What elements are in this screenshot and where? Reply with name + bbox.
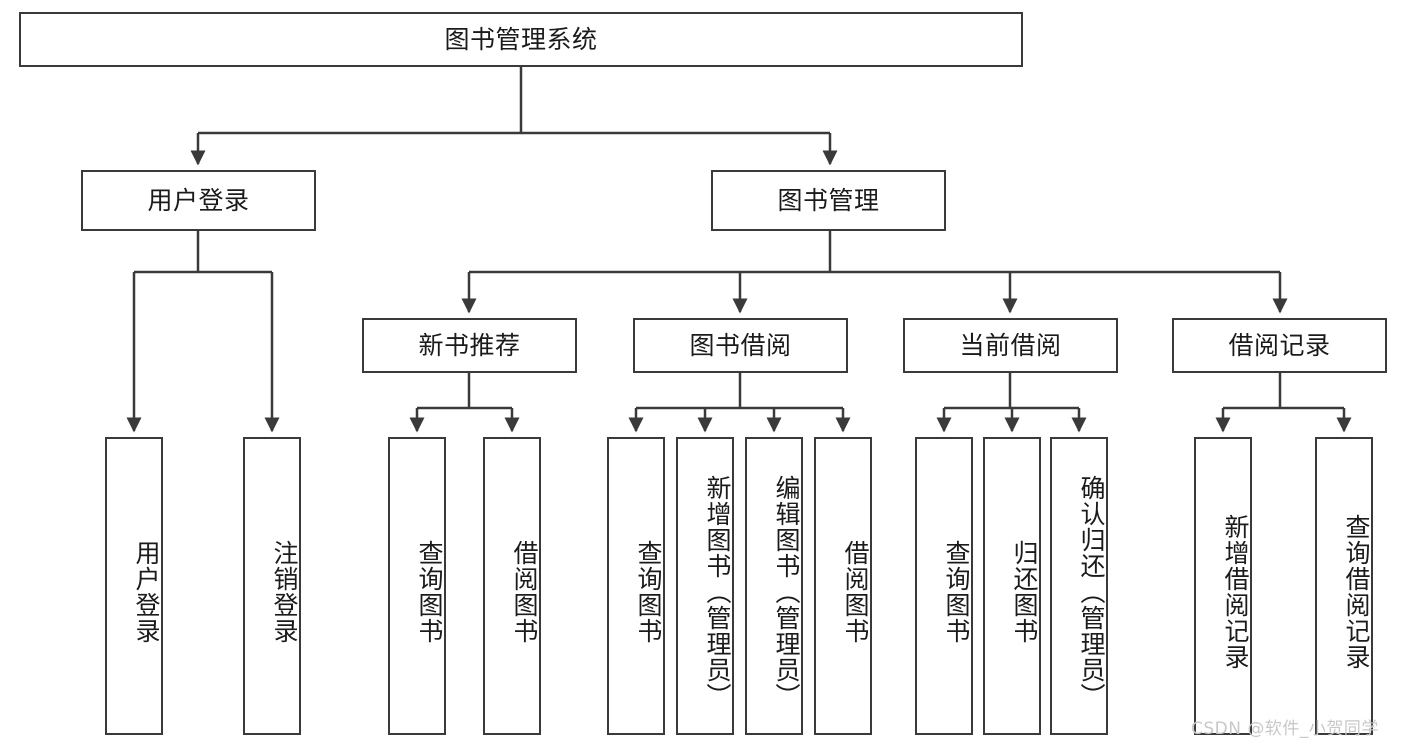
node-root-book-management-system[interactable]: 图书管理系统 (19, 12, 1023, 67)
node-label: 图书管理系统 (444, 24, 598, 54)
leaf-book-borrow-add[interactable]: 新增图书（管理员） (676, 437, 734, 735)
node-label: 借阅图书 (510, 540, 539, 644)
leaf-book-borrow-edit[interactable]: 编辑图书（管理员） (745, 437, 803, 735)
node-label: 编辑图书（管理员） (772, 475, 801, 709)
node-label: 借阅记录 (1228, 330, 1331, 360)
node-current-borrow[interactable]: 当前借阅 (903, 318, 1118, 373)
node-new-book-recommend[interactable]: 新书推荐 (362, 318, 577, 373)
node-label: 查询图书 (942, 540, 971, 644)
node-label: 新增借阅记录 (1221, 514, 1250, 670)
node-label: 归还图书 (1010, 540, 1039, 644)
node-label: 图书借阅 (689, 330, 792, 360)
node-label: 借阅图书 (841, 540, 870, 644)
node-label: 图书管理 (777, 185, 880, 215)
node-label: 用户登录 (132, 540, 161, 644)
leaf-user-login-logout[interactable]: 注销登录 (243, 437, 301, 735)
node-label: 用户登录 (147, 185, 250, 215)
node-label: 新书推荐 (418, 330, 521, 360)
node-label: 注销登录 (270, 540, 299, 644)
leaf-user-login-login[interactable]: 用户登录 (105, 437, 163, 735)
node-label: 查询借阅记录 (1342, 514, 1371, 670)
node-label: 当前借阅 (959, 330, 1062, 360)
leaf-current-borrow-query[interactable]: 查询图书 (915, 437, 973, 735)
node-borrow-record[interactable]: 借阅记录 (1172, 318, 1387, 373)
node-user-login[interactable]: 用户登录 (81, 170, 316, 231)
leaf-current-borrow-confirm-return[interactable]: 确认归还（管理员） (1050, 437, 1108, 735)
node-label: 查询图书 (415, 540, 444, 644)
node-book-borrow[interactable]: 图书借阅 (633, 318, 848, 373)
leaf-borrow-record-add[interactable]: 新增借阅记录 (1194, 437, 1252, 735)
node-label: 新增图书（管理员） (703, 475, 732, 709)
node-label: 查询图书 (634, 540, 663, 644)
node-label: 确认归还（管理员） (1077, 475, 1106, 709)
watermark-text: CSDN @软件_小贺同学 (1191, 719, 1379, 739)
node-book-management[interactable]: 图书管理 (711, 170, 946, 231)
leaf-borrow-record-query[interactable]: 查询借阅记录 (1315, 437, 1373, 735)
leaf-book-borrow-query[interactable]: 查询图书 (607, 437, 665, 735)
leaf-current-borrow-return[interactable]: 归还图书 (983, 437, 1041, 735)
leaf-new-book-query[interactable]: 查询图书 (388, 437, 446, 735)
leaf-book-borrow-borrow[interactable]: 借阅图书 (814, 437, 872, 735)
leaf-new-book-borrow[interactable]: 借阅图书 (483, 437, 541, 735)
